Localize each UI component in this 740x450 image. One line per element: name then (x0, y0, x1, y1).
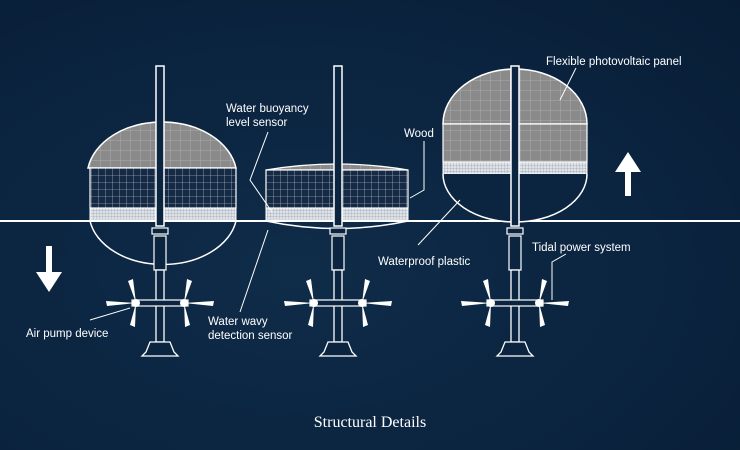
leader-waterproof-plastic (417, 199, 461, 246)
label-wood: Wood (404, 128, 434, 140)
mast-2 (333, 65, 343, 227)
mast-3 (510, 65, 520, 227)
leader-water-wavy (239, 229, 269, 313)
label-water-wavy: Water wavy detection sensor (208, 316, 293, 342)
leader-water-buoyancy (249, 131, 273, 213)
leader-wood (409, 141, 425, 199)
down-arrow-icon (36, 246, 62, 292)
leader-air-pump (89, 307, 131, 321)
leader-flexible-pv (559, 67, 577, 101)
base-1 (140, 341, 180, 357)
label-tidal-power: Tidal power system (532, 242, 631, 254)
buoy-unit-2 (265, 65, 409, 357)
mast-1 (155, 65, 165, 227)
label-flexible-pv: Flexible photovoltaic panel (546, 56, 682, 68)
buoy-unit-1 (87, 65, 237, 357)
buoy-unit-3 (442, 65, 588, 357)
up-arrow-icon (615, 152, 641, 196)
base-2 (318, 341, 358, 357)
caption-title: Structural Details (313, 414, 427, 431)
base-3 (495, 341, 535, 357)
label-waterproof-plastic: Waterproof plastic (378, 256, 471, 268)
leader-tidal-power (551, 253, 567, 300)
label-air-pump: Air pump device (26, 328, 109, 340)
label-water-buoyancy: Water buoyancy level sensor (226, 103, 309, 129)
